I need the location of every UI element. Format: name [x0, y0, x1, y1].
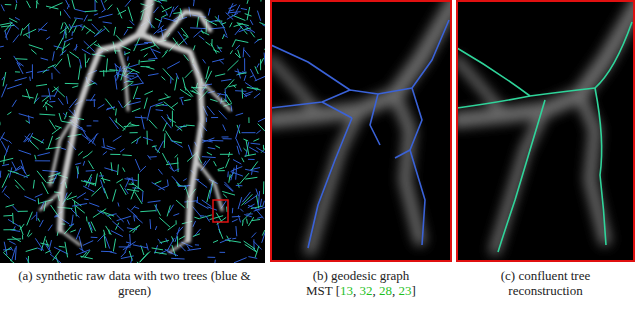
mst-tree — [271, 20, 449, 248]
panel-b — [271, 0, 455, 261]
subfigure-caption: (b) geodesic graph MST [13, 32, 28, 23] — [303, 268, 419, 298]
citation-number: 32 — [360, 283, 373, 298]
citation-number: 28 — [379, 283, 392, 298]
subfigure-caption: (c) confluent tree reconstruction — [478, 268, 613, 298]
confluent-tree — [457, 22, 632, 252]
citation-number: 23 — [399, 283, 412, 298]
panel-c — [457, 0, 635, 261]
panel-a — [0, 0, 265, 263]
citation-number: 13 — [340, 283, 353, 298]
subfigure-caption: (a) synthetic raw data with two trees (b… — [12, 268, 257, 298]
